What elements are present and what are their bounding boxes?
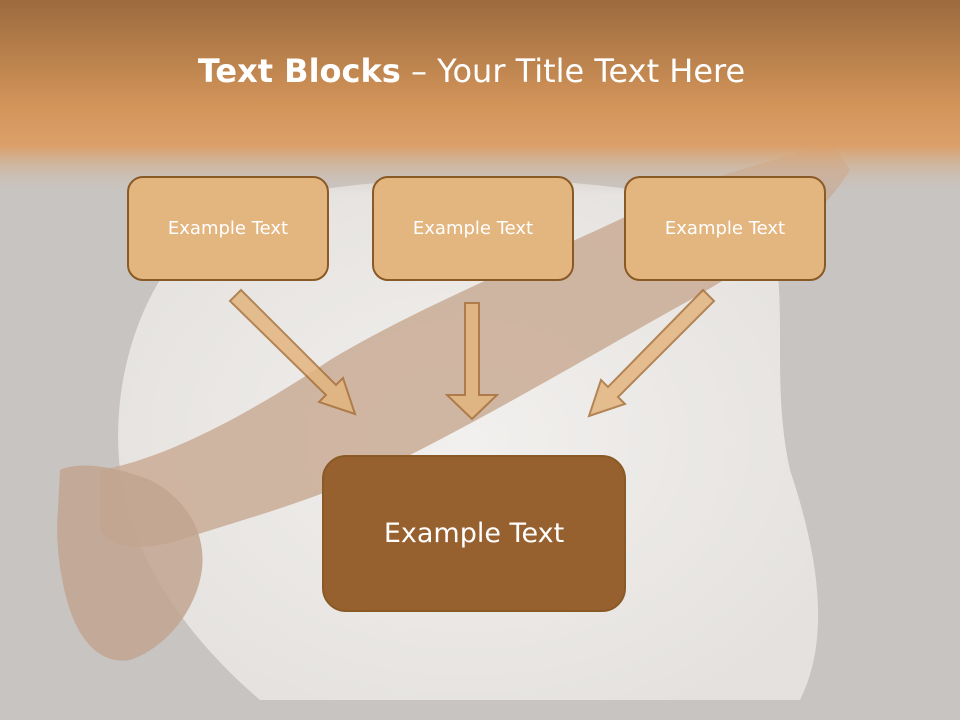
text-block-1[interactable]: Example Text [127, 176, 329, 281]
arrow-left-icon [228, 288, 357, 416]
text-block-2[interactable]: Example Text [372, 176, 574, 281]
arrow-right-icon [587, 288, 716, 418]
title-bold: Text Blocks [197, 52, 401, 90]
text-block-3-label: Example Text [664, 218, 786, 239]
slide-title: Text Blocks – Your Title Text Here [0, 52, 943, 90]
text-block-1-label: Example Text [167, 218, 289, 239]
result-block[interactable]: Example Text [322, 455, 626, 612]
text-block-3[interactable]: Example Text [624, 176, 826, 281]
arrow-down-icon [444, 302, 500, 421]
text-block-2-label: Example Text [412, 218, 534, 239]
result-block-label: Example Text [383, 518, 565, 549]
title-rest: – Your Title Text Here [400, 52, 746, 90]
